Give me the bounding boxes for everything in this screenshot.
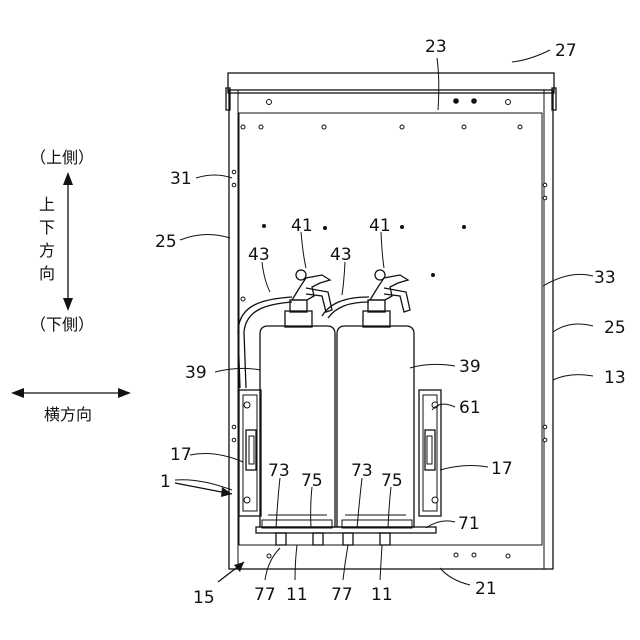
label-11-left: 11 <box>286 585 308 605</box>
label-1: 1 <box>160 472 171 492</box>
label-73-left: 73 <box>268 461 290 481</box>
label-77-left: 77 <box>254 585 276 605</box>
horizontal-direction-label: 横方向 <box>44 405 92 424</box>
label-61: 61 <box>459 398 481 418</box>
hose-right <box>322 297 369 316</box>
vertical-direction-label: 上 下 方 向 <box>36 194 58 286</box>
label-75-left: 75 <box>301 471 323 491</box>
label-11-right: 11 <box>371 585 393 605</box>
label-39-left: 39 <box>185 363 207 383</box>
left-side-wall <box>229 90 238 569</box>
label-33: 33 <box>594 268 616 288</box>
cabinet-body <box>229 90 553 569</box>
label-15: 15 <box>193 588 215 608</box>
left-bracket <box>239 390 261 516</box>
label-71: 71 <box>458 514 480 534</box>
label-77-right: 77 <box>331 585 353 605</box>
label-41-left: 41 <box>291 216 313 236</box>
label-25-left: 25 <box>155 232 177 252</box>
label-39-right: 39 <box>459 357 481 377</box>
right-bracket <box>419 390 441 516</box>
label-43-left: 43 <box>248 245 270 265</box>
label-21: 21 <box>475 579 497 599</box>
label-25-right: 25 <box>604 318 626 338</box>
vertical-char-2: 下 <box>39 218 55 237</box>
label-23: 23 <box>425 37 447 57</box>
label-75-right: 75 <box>381 471 403 491</box>
label-17-left: 17 <box>170 445 192 465</box>
label-13: 13 <box>604 368 626 388</box>
label-43-right: 43 <box>330 245 352 265</box>
right-side-wall <box>544 90 553 569</box>
label-73-right: 73 <box>351 461 373 481</box>
extinguisher-left <box>260 270 335 527</box>
label-41-right: 41 <box>369 216 391 236</box>
upper-side-label: （上側） <box>30 148 94 167</box>
cabinet <box>226 73 556 569</box>
direction-legend: （上側） 上 下 方 向 （下側） 横方向 <box>11 148 131 424</box>
vertical-char-3: 方 <box>39 241 55 260</box>
lower-side-label: （下側） <box>30 315 94 334</box>
vertical-char-1: 上 <box>39 195 55 214</box>
vertical-char-4: 向 <box>39 264 55 283</box>
label-27: 27 <box>555 41 577 61</box>
label-31: 31 <box>170 169 192 189</box>
base-plate <box>256 520 436 545</box>
label-17-right: 17 <box>491 459 513 479</box>
